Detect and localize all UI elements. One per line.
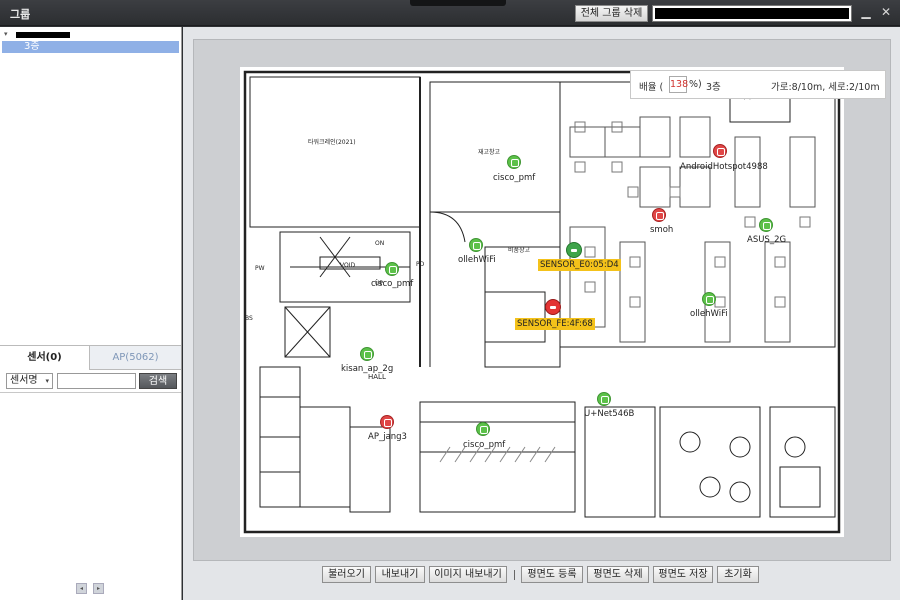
floorplan-drawing: 타워크레인(2021) VOID HALL 재고창고 비품창고 ON UP PD…: [243, 70, 841, 534]
ap-marker-ollehwifi-storage[interactable]: [469, 238, 483, 252]
ap-label: AP_jang3: [368, 432, 407, 442]
window-title: 그룹: [10, 8, 31, 21]
room-label-tower-crane: 타워크레인(2021): [308, 138, 356, 146]
search-button[interactable]: 검색: [139, 373, 177, 389]
left-panel: ▾ 3층 센서(0) AP(5062) 센서명 ▾ 검색 ◂ ▸: [0, 27, 182, 600]
main-area: 타워크레인(2021) VOID HALL 재고창고 비품창고 ON UP PD…: [183, 27, 900, 600]
ap-marker-cisco-pmf-stair[interactable]: [385, 262, 399, 276]
floorplan-image: 타워크레인(2021) VOID HALL 재고창고 비품창고 ON UP PD…: [240, 67, 844, 537]
delete-all-groups-button[interactable]: 전체 그룹 삭제: [575, 5, 648, 22]
ap-label: smoh: [650, 225, 674, 235]
ap-label: U+Net546B: [584, 409, 635, 419]
zoom-info-box: 배율 ( 138 %) 3층 가로:8/10m, 세로:2/10m: [630, 70, 886, 99]
toolbar-divider: [514, 570, 515, 580]
redacted-root-name: [16, 32, 70, 38]
ap-marker-unet546b[interactable]: [597, 392, 611, 406]
next-page-icon[interactable]: ▸: [93, 583, 104, 594]
ap-label: cisco_pmf: [371, 279, 414, 289]
ap-label: AndroidHotspot4988: [680, 162, 768, 172]
ap-label: cisco_pmf: [493, 173, 536, 183]
ap-label: ollehWiFi: [690, 309, 728, 319]
ap-label: ASUS_2G: [747, 235, 787, 245]
search-row: 센서명 ▾ 검색: [0, 369, 181, 393]
ap-marker-asus-2g[interactable]: [759, 218, 773, 232]
room-label-supply-storage: 비품창고: [508, 246, 531, 254]
ap-marker-cisco-pmf-storage[interactable]: [507, 155, 521, 169]
bottom-toolbar: 불러오기 내보내기 이미지 내보내기 평면도 등록 평면도 삭제 평면도 저장 …: [183, 564, 900, 588]
register-floorplan-button[interactable]: 평면도 등록: [521, 566, 583, 583]
ap-marker-kisan-ap-2g[interactable]: [360, 347, 374, 361]
room-label-pd: PD: [416, 261, 425, 268]
sensor-label: SENSOR_FE:4F:68: [515, 318, 595, 330]
title-bar: 그룹 전체 그룹 삭제 ▁ ✕: [0, 0, 900, 26]
tree-root-node[interactable]: ▾: [4, 30, 74, 40]
ap-label: kisan_ap_2g: [341, 364, 394, 374]
chevron-down-icon: ▾: [45, 377, 49, 385]
grid-dimensions: 가로:8/10m, 세로:2/10m: [771, 82, 880, 93]
ap-marker-androidhotspot[interactable]: [713, 144, 727, 158]
room-label-on: ON: [375, 240, 384, 247]
floorplan-canvas: 타워크레인(2021) VOID HALL 재고창고 비품창고 ON UP PD…: [193, 39, 891, 561]
room-label-bs: BS: [245, 315, 253, 322]
room-label-stock-storage: 재고창고: [478, 148, 501, 156]
ap-marker-cisco-pmf-lower[interactable]: [476, 422, 490, 436]
list-tabs: 센서(0) AP(5062): [0, 345, 181, 370]
sensor-marker-fe4f68[interactable]: [545, 299, 561, 315]
close-icon[interactable]: ✕: [880, 5, 892, 19]
group-name-field[interactable]: [652, 5, 852, 22]
reset-button[interactable]: 초기화: [717, 566, 759, 583]
redacted-text: [655, 8, 849, 19]
ap-marker-smoh[interactable]: [652, 208, 666, 222]
load-button[interactable]: 불러오기: [322, 566, 371, 583]
save-floorplan-button[interactable]: 평면도 저장: [653, 566, 713, 583]
zoom-suffix: %): [689, 79, 702, 90]
room-label-hall: HALL: [368, 373, 386, 381]
sensor-marker-e005d4[interactable]: [566, 242, 582, 258]
search-field-select-value: 센서명: [10, 375, 38, 386]
search-input[interactable]: [57, 373, 136, 389]
ap-marker-ap-jang3[interactable]: [380, 415, 394, 429]
ap-marker-ollehwifi-office[interactable]: [702, 292, 716, 306]
minimize-icon[interactable]: ▁: [861, 5, 871, 19]
room-label-pw: PW: [255, 265, 265, 272]
ap-label: ollehWiFi: [458, 255, 496, 265]
ap-label: cisco_pmf: [463, 440, 506, 450]
search-field-select[interactable]: 센서명 ▾: [6, 373, 53, 389]
sensor-label: SENSOR_E0:05:D4: [538, 259, 621, 271]
export-image-button[interactable]: 이미지 내보내기: [429, 566, 507, 583]
prev-page-icon[interactable]: ◂: [76, 583, 87, 594]
room-label-up: UP: [375, 280, 383, 287]
tree-expand-icon[interactable]: ▾: [4, 30, 8, 38]
floor-label: 3층: [706, 82, 721, 93]
tab-sensor[interactable]: 센서(0): [0, 346, 90, 370]
zoom-input[interactable]: 138: [669, 76, 688, 93]
export-button[interactable]: 내보내기: [375, 566, 425, 583]
room-label-void: VOID: [340, 262, 355, 269]
delete-floorplan-button[interactable]: 평면도 삭제: [587, 566, 649, 583]
tab-ap[interactable]: AP(5062): [90, 346, 181, 370]
title-bar-notch: [410, 0, 506, 6]
tree-item-floor[interactable]: 3층: [2, 41, 179, 53]
zoom-label: 배율 (: [639, 82, 664, 93]
